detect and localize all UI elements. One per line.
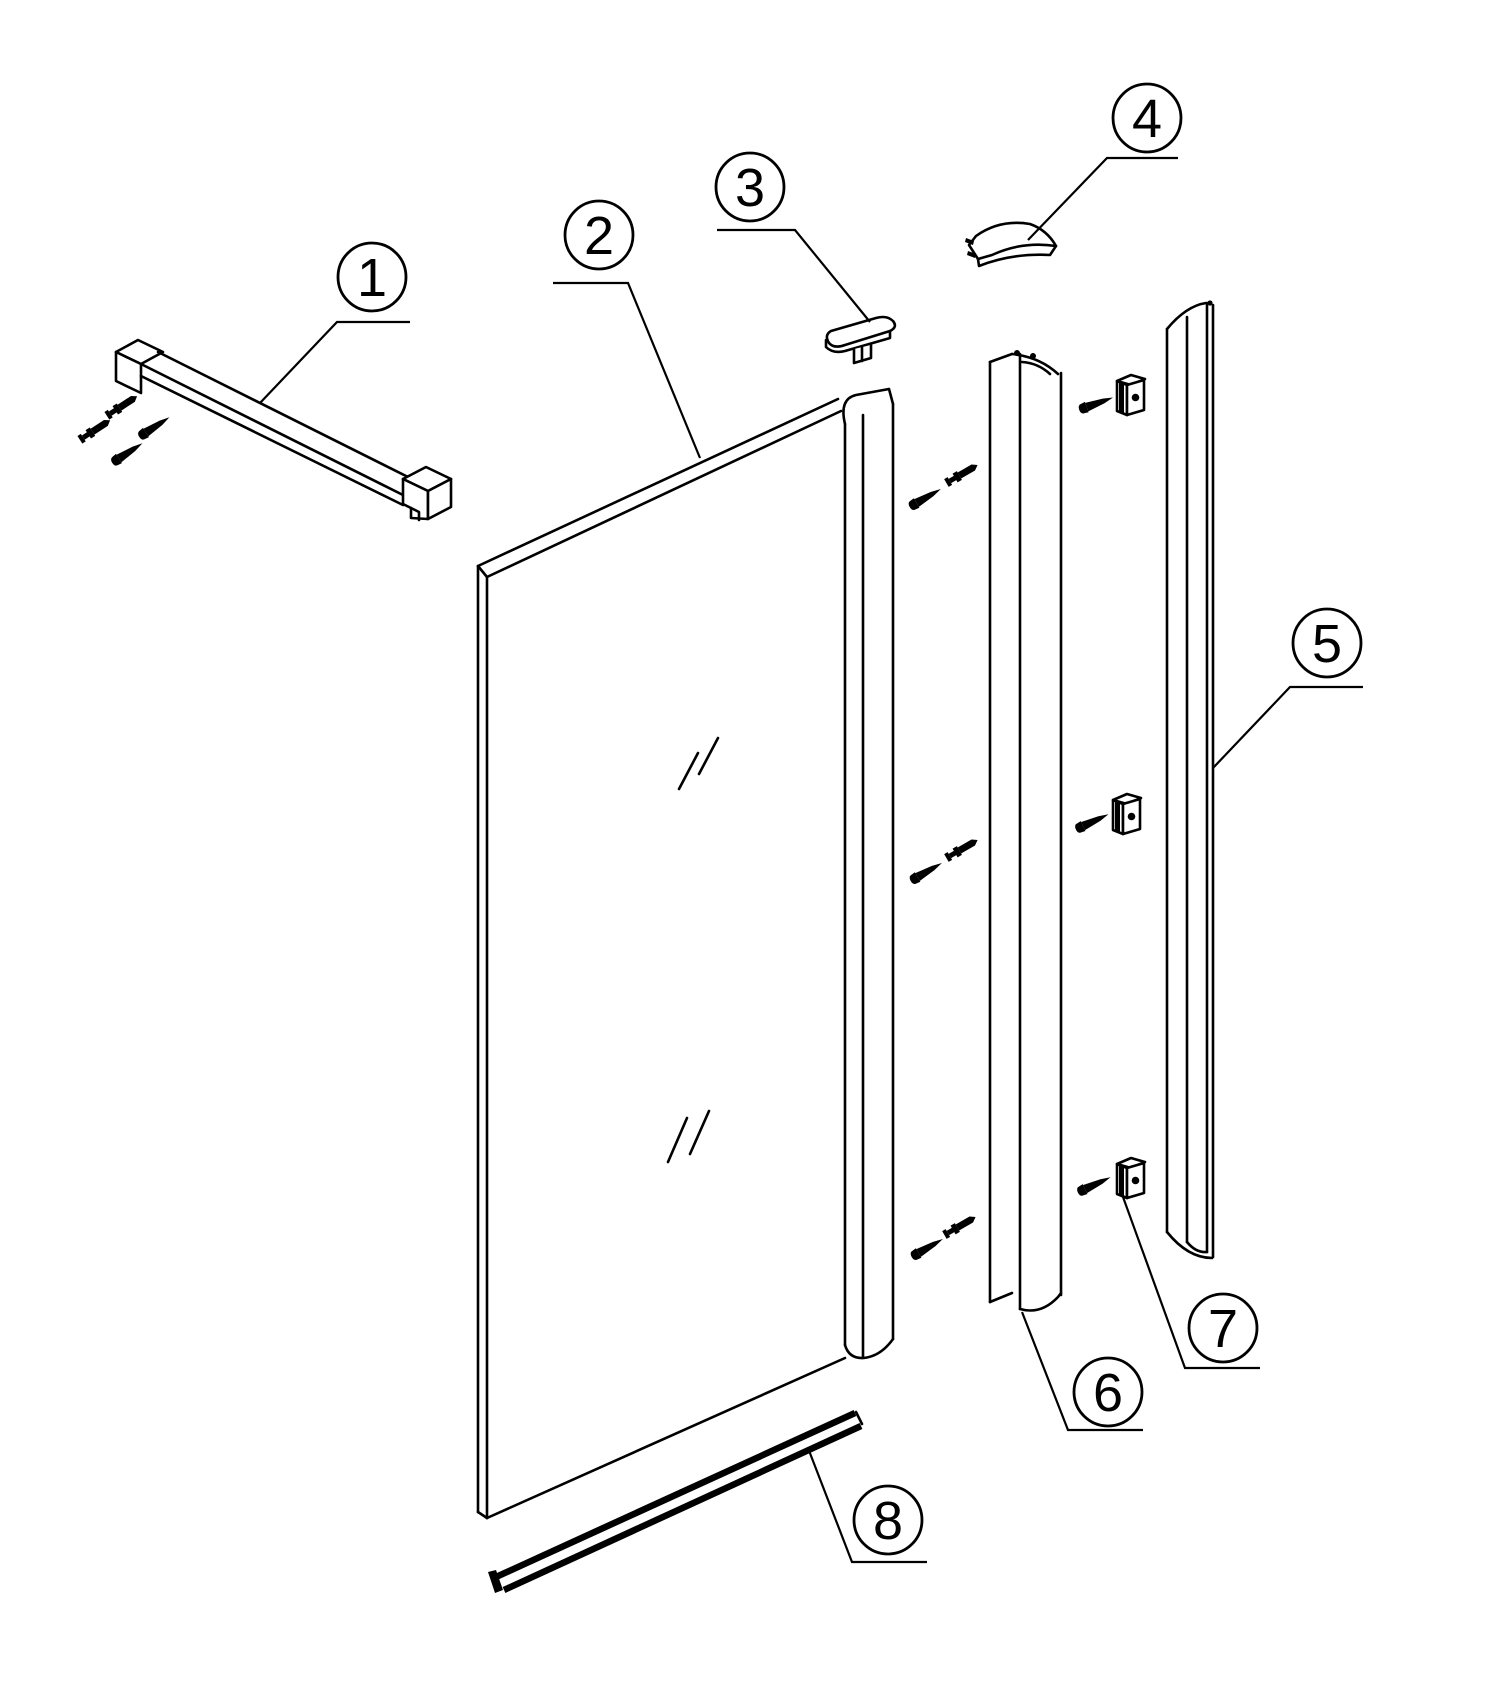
part-top-pivot-cap [824,315,897,365]
callout-7-circle [1187,1292,1259,1364]
glass-top-left-corner [476,564,489,579]
bar-right-bracket-notch [409,506,421,522]
callout-3: 3 [714,151,871,323]
glass-bottom-edge [485,1356,847,1520]
bar-left-cap-front-face [114,350,143,395]
door-profile-bottom-cap [843,1337,895,1360]
clip-screw [1077,392,1115,416]
door-side-profile-top-mouth-inner [1020,360,1052,376]
wall-anchor [941,1212,979,1240]
wall-anchor [943,460,981,488]
callout-8-leader [806,1447,927,1564]
glass-bottom-left-corner [476,1510,489,1520]
callout-4-number: 4 [1132,89,1162,149]
callout-4-leader [1027,156,1178,241]
clip-screw [1075,1172,1113,1198]
corner-cap-thickness [976,244,1058,268]
bar-top-edge [156,350,430,489]
bar-front-top-edge [139,362,405,497]
part-glass-clips [1073,373,1147,1200]
screw [908,1234,946,1262]
callout-5-leader [1212,685,1363,769]
callouts: 1 2 3 4 5 6 7 [259,82,1363,1564]
corner-cap-notch [967,251,976,258]
callout-7-number: 7 [1208,1299,1238,1359]
door-side-profile-top-lug [1030,353,1036,359]
callout-6-leader [1020,1311,1143,1432]
screw [109,438,146,468]
part-glass-door-panel [476,387,895,1520]
callout-3-leader [717,228,871,323]
callout-8: 8 [806,1447,927,1564]
bar-front-bottom-edge [139,374,405,507]
glass-clip [1115,373,1147,417]
screw [906,484,944,512]
glass-reflection-mark [666,1109,711,1164]
wall-anchor [943,835,981,863]
glass-top-edge-outer [476,397,840,568]
part-wall-support-bar [77,338,453,522]
seal-strip-foot [488,1570,503,1593]
wall-profile-bottom-curve [1165,1230,1214,1260]
bar-right-bracket-side [426,477,453,521]
callout-6-number: 6 [1093,1363,1123,1423]
fastener-pair-set [906,460,981,1262]
part-door-side-profile [988,350,1063,1312]
callout-5-circle [1291,607,1363,679]
callout-4-circle [1111,82,1183,154]
callout-5-number: 5 [1312,614,1342,674]
seal-strip-inner-rail [502,1423,863,1593]
screw [136,412,173,442]
door-side-profile-bottom-curve [1018,1291,1063,1312]
callout-6-circle [1072,1356,1144,1428]
callout-1-circle [336,241,408,313]
callout-2-number: 2 [584,206,614,266]
glass-reflection-mark [677,736,720,791]
callout-8-circle [852,1484,924,1556]
callout-3-circle [714,151,786,223]
glass-clip [1115,1156,1147,1200]
seal-strip-end-cap [854,1410,864,1426]
seal-strip-outer-rail [494,1410,857,1580]
wall-profile-top-lug [1207,300,1213,306]
door-profile-top-cap [842,387,895,426]
callout-8-number: 8 [873,1491,903,1551]
callout-5: 5 [1212,607,1363,769]
clip-screw [1073,809,1111,835]
part-corner-cover-cap [965,221,1058,268]
glass-top-edge-inner [485,409,843,579]
wall-profile-top-curve [1165,301,1208,331]
glass-clip [1111,792,1143,836]
callout-1-number: 1 [357,248,387,308]
part-bottom-seal-strip [488,1410,864,1593]
callout-7: 7 [1121,1196,1260,1370]
door-side-profile-bottom-back-edge [988,1291,1014,1304]
screw [907,858,945,886]
callout-3-number: 3 [735,158,765,218]
callout-6: 6 [1020,1311,1144,1432]
callout-4: 4 [1027,82,1183,241]
part-wall-profile [1165,300,1215,1260]
door-side-profile-top-lug [1014,350,1020,356]
callout-2-leader [553,281,702,459]
wall-anchor [104,392,140,420]
wall-anchor [77,416,113,444]
callout-7-leader [1121,1196,1260,1370]
pivot-cap-thickness [824,329,892,354]
wall-profile-bottom-curve-inner [1185,1240,1209,1254]
callout-2: 2 [553,199,702,459]
callout-1-leader [259,320,410,404]
corner-cap-notch [965,238,974,245]
door-side-profile-top-back-edge [988,352,1014,364]
callout-1: 1 [259,241,410,404]
callout-2-circle [563,199,635,271]
pivot-cap-plate [825,315,897,348]
corner-cap-top-face [967,221,1058,261]
